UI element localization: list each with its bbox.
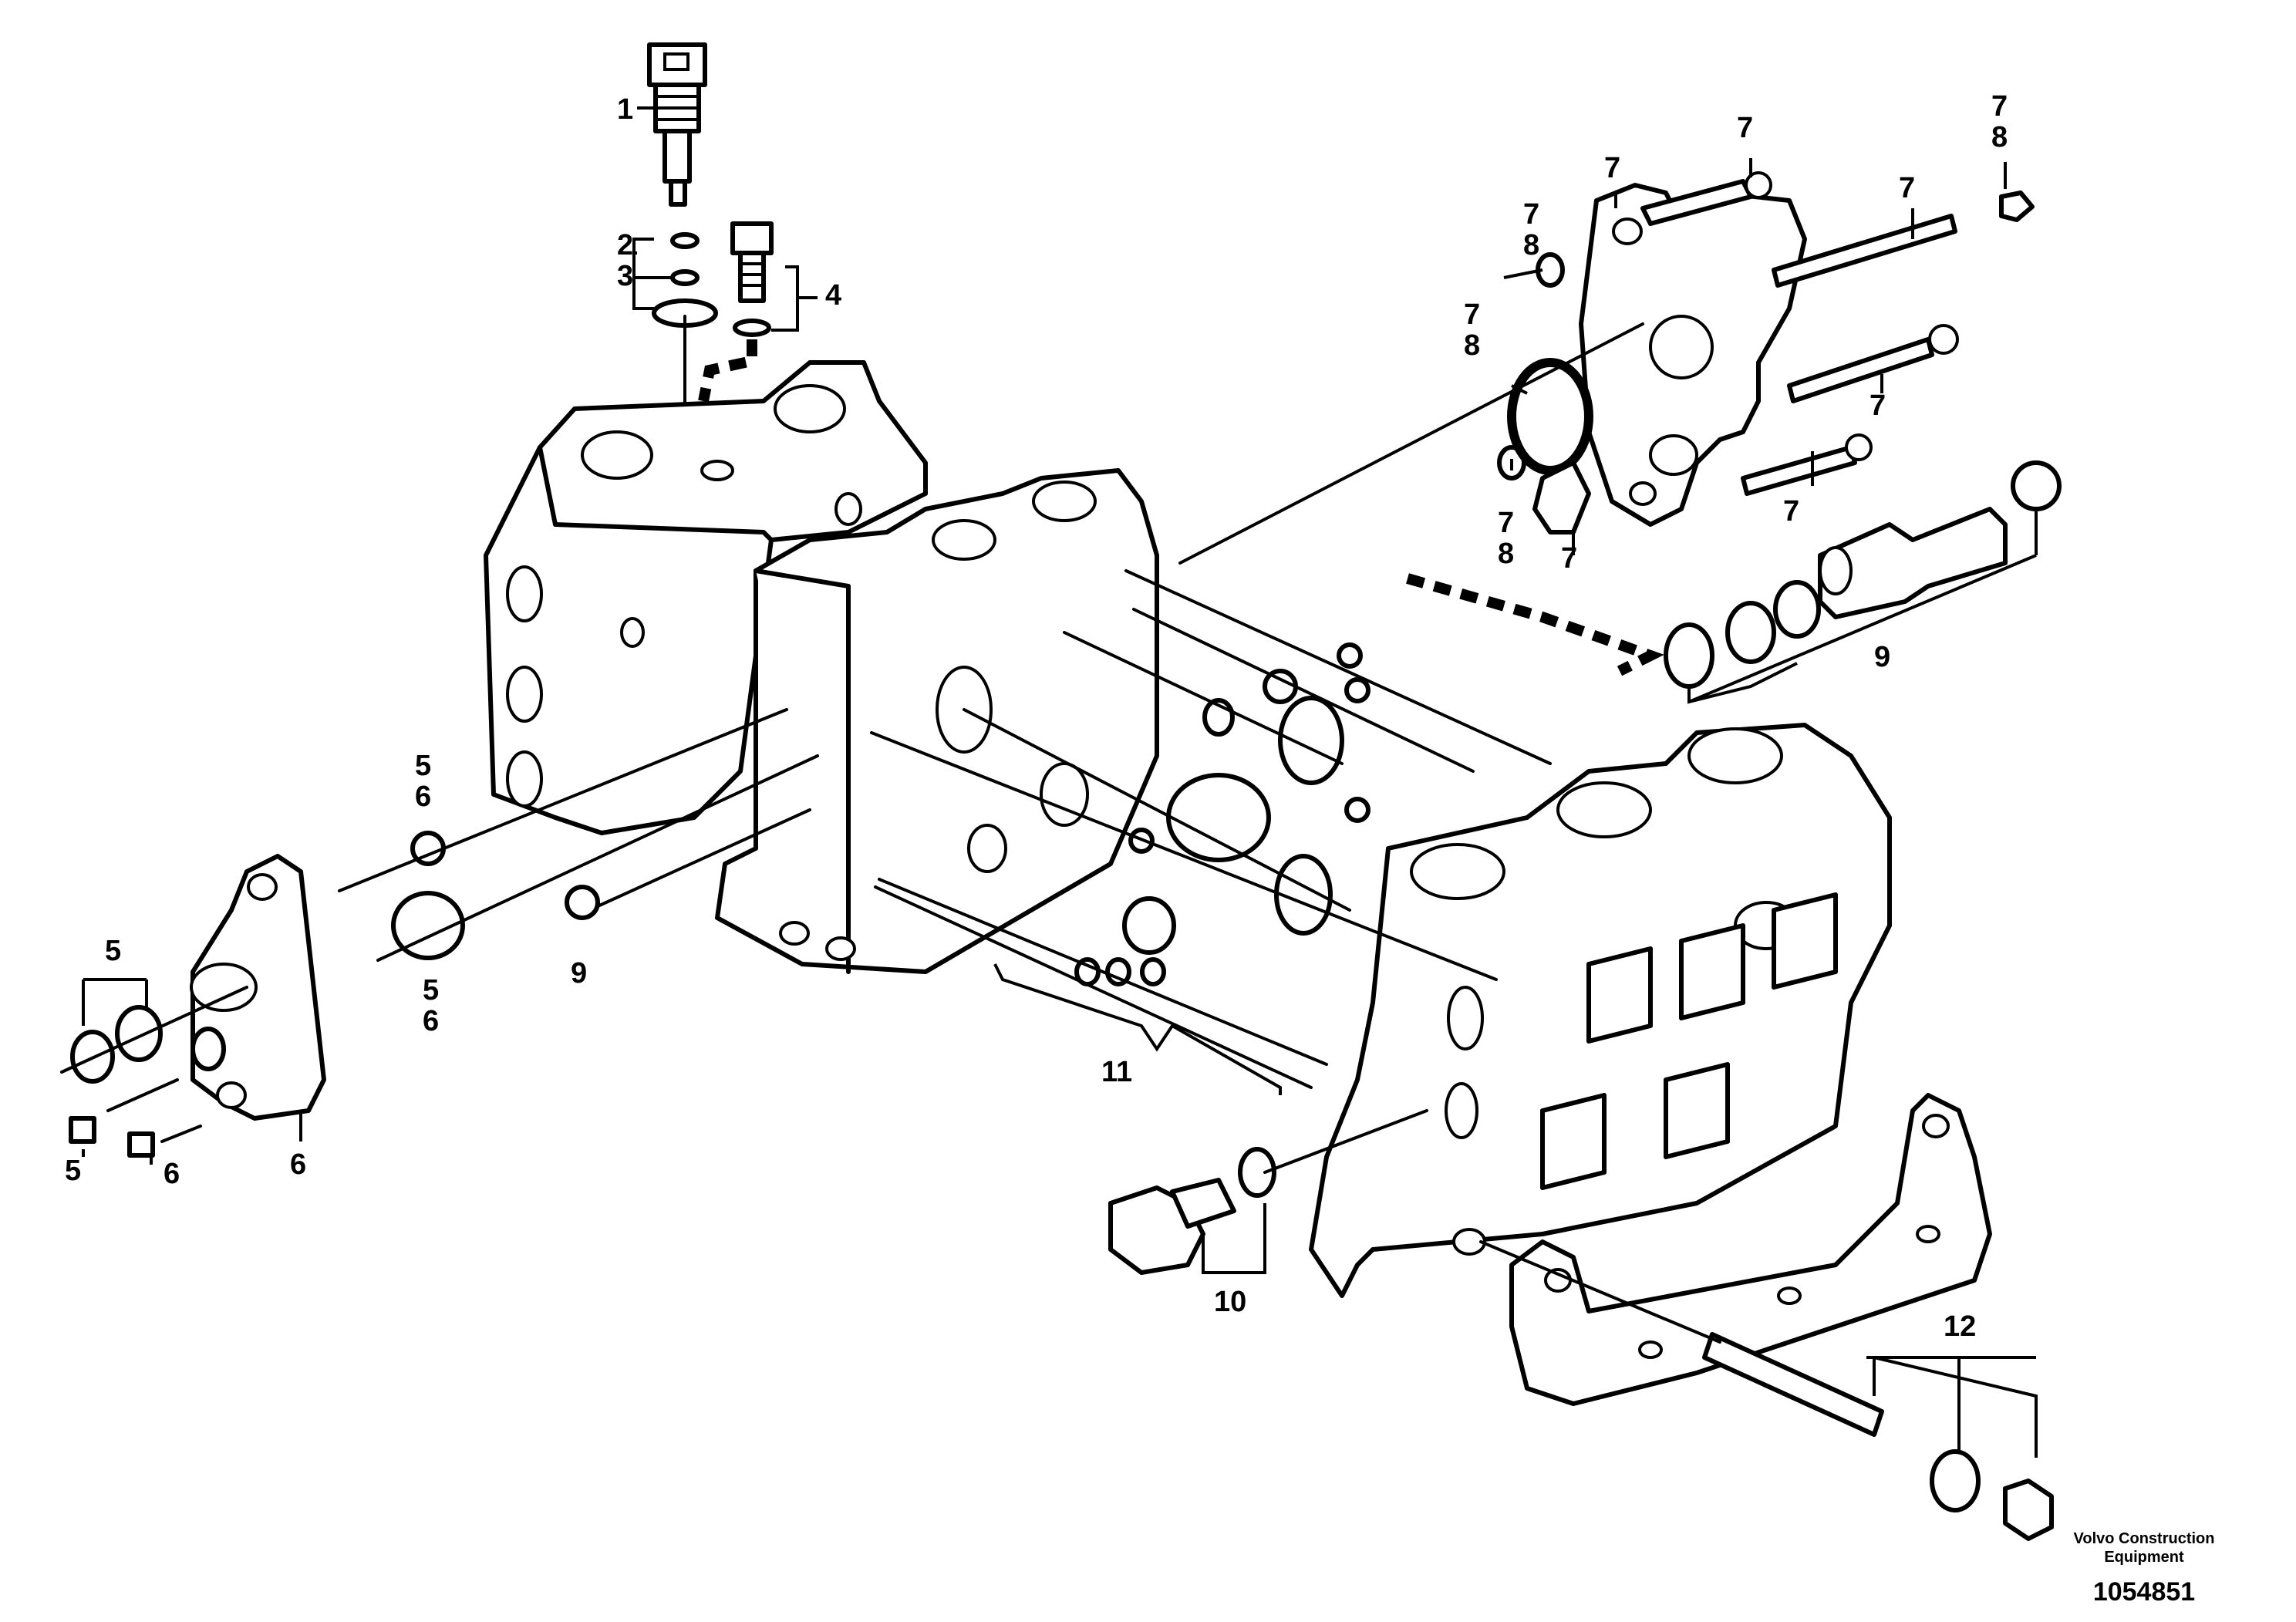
brand-line-2: Equipment xyxy=(2104,1549,2184,1566)
callout-7: 7 xyxy=(1498,507,1514,539)
callout-7: 7 xyxy=(1783,495,1799,528)
document-number: 1054851 xyxy=(2093,1577,2195,1607)
end-cover xyxy=(70,854,326,1121)
relief-valve-cartridge xyxy=(647,42,707,207)
callout-8: 8 xyxy=(1464,329,1480,362)
callout-7: 7 xyxy=(1737,112,1753,144)
mounting-bracket xyxy=(1509,1093,1992,1406)
plug-screw-4 xyxy=(730,221,774,337)
brand-line-1: Volvo Construction xyxy=(2074,1530,2215,1547)
callout-7: 7 xyxy=(1604,152,1620,184)
callout-3: 3 xyxy=(617,260,633,292)
callout-7: 7 xyxy=(1561,542,1577,575)
callout-1: 1 xyxy=(617,93,633,126)
callout-9: 9 xyxy=(571,957,587,990)
cover-bolts xyxy=(1640,171,2035,496)
callout-5: 5 xyxy=(105,935,121,967)
callout-6: 6 xyxy=(415,781,431,813)
valve-section-middle xyxy=(715,468,1159,974)
callout-5: 5 xyxy=(415,750,431,782)
callout-7: 7 xyxy=(1991,90,2008,123)
bolt-10 xyxy=(1108,1147,1276,1275)
spool-assembly xyxy=(1664,460,2062,689)
callout-2: 2 xyxy=(617,229,633,261)
callout-6: 6 xyxy=(164,1158,180,1190)
valve-section-front xyxy=(1309,723,1892,1298)
callout-8: 8 xyxy=(1991,121,2008,153)
callout-6: 6 xyxy=(423,1005,439,1037)
callout-7: 7 xyxy=(1464,298,1480,331)
callout-labels: 1 2 3 4 5 6 5 6 9 5 5 6 6 11 10 12 9 7 7… xyxy=(65,90,2008,1343)
valve-section-rear xyxy=(484,360,928,835)
callout-8: 8 xyxy=(1523,229,1539,261)
callout-12: 12 xyxy=(1944,1310,1976,1343)
callout-8: 8 xyxy=(1498,538,1514,570)
callout-7: 7 xyxy=(1899,172,1915,204)
callout-5: 5 xyxy=(65,1155,81,1187)
callout-10: 10 xyxy=(1214,1286,1246,1318)
callout-5: 5 xyxy=(423,974,439,1007)
o-rings-middle xyxy=(1074,642,1371,986)
callout-7: 7 xyxy=(1870,389,1886,422)
callout-9: 9 xyxy=(1874,641,1890,673)
callout-7: 7 xyxy=(1523,198,1539,231)
callout-4: 4 xyxy=(825,279,841,312)
footer-brand: Volvo Construction Equipment 1054851 xyxy=(2074,1530,2215,1607)
callout-11: 11 xyxy=(1101,1056,1132,1088)
tie-rod-assembly xyxy=(1702,1332,2054,1541)
seal-rings-2-3 xyxy=(652,232,718,328)
callout-6: 6 xyxy=(290,1148,306,1181)
